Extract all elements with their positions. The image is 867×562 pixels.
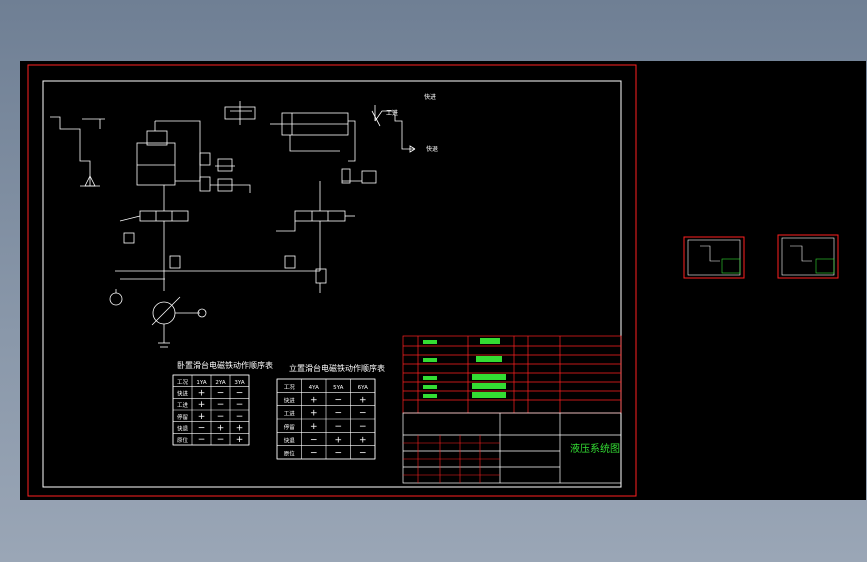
left-table-cell-5-0: 原位 [177,436,189,444]
right-table-cell-0-3: 6YA [358,385,368,391]
sheet-border-red [27,64,637,497]
right-table-cell-2-1: + [310,409,318,419]
left-table-cell-4-3: + [236,423,244,433]
right-table-cell-1-0: 快进 [284,396,296,404]
left-table-cell-1-2: − [217,388,225,398]
left-throttle-valve [199,152,211,166]
right-table-cell-1-2: − [334,395,342,405]
right-table-cell-1-3: + [359,395,367,405]
left-table-cell-1-3: − [236,388,244,398]
left-table-cell-2-0: 工进 [177,401,189,409]
left-table-cell-0-0: 工况 [177,379,189,386]
left-table-cell-0-1: 1YA [196,380,206,386]
label-fast-back: 快退 [426,145,438,153]
left-table-title: 卧置滑台电磁铁动作顺序表 [177,360,273,370]
parts-list [402,335,622,414]
right-table-cell-5-3: − [359,449,367,459]
drawing-title: 液压系统图 [570,442,620,455]
left-table-cell-5-1: − [198,435,206,445]
right-table-cell-3-2: − [334,422,342,432]
left-table-cell-3-2: − [217,412,225,422]
right-table-cell-1-1: + [310,395,318,405]
right-table-cell-5-2: − [334,449,342,459]
right-table-cell-5-0: 原位 [284,450,296,458]
right-table-cell-0-2: 5YA [333,385,343,391]
label-work-feed: 工进 [386,109,398,117]
right-table-cell-5-1: − [310,449,318,459]
right-table-cell-4-1: − [310,435,318,445]
left-table-cell-0-3: 3YA [234,380,244,386]
right-table: 立置滑台电磁铁动作顺序表 工况 4YA 5YA 6YA 快进 + − + 工进 + − − 停留 + − − 快… [276,363,385,460]
left-table-cell-1-1: + [198,388,206,398]
left-table-cell-3-0: 停留 [177,413,189,421]
motion-cycle-path [374,110,415,150]
left-cylinder [136,142,176,186]
left-table-cell-3-3: − [236,412,244,422]
left-table-cell-4-1: − [198,423,206,433]
right-table-cell-2-3: − [359,409,367,419]
left-table-cell-2-3: − [236,400,244,410]
right-table-cell-0-0: 工况 [284,384,296,391]
thumbnail-2[interactable] [777,234,839,279]
left-table-cell-4-0: 快退 [177,424,189,432]
left-table-cell-5-2: − [217,435,225,445]
left-directional-valve [139,210,189,222]
right-table-cell-2-0: 工进 [284,410,296,418]
right-table-cell-2-2: − [334,409,342,419]
right-table-title: 立置滑台电磁铁动作顺序表 [289,363,385,373]
left-table-cell-0-2: 2YA [215,380,225,386]
left-table-cell-2-2: − [217,400,225,410]
right-table-cell-3-1: + [310,422,318,432]
right-table-cell-4-0: 快退 [284,436,296,444]
left-table-cell-3-1: + [198,412,206,422]
right-table-grid: 工况 4YA 5YA 6YA 快进 + − + 工进 + − − 停留 + − − 快退 − + + 原位 − − − [276,378,376,460]
left-table-cell-4-2: + [217,423,225,433]
right-directional-valve [294,210,346,222]
right-table-cell-4-2: + [334,435,342,445]
right-table-cell-4-3: + [359,435,367,445]
title-block [402,412,622,484]
right-table-cell-3-3: − [359,422,367,432]
label-fast-forward: 快进 [424,93,436,101]
right-table-cell-3-0: 停留 [284,423,296,431]
right-table-cell-0-1: 4YA [309,385,319,391]
thumbnail-1[interactable] [683,236,745,279]
left-table-cell-5-3: + [236,435,244,445]
hydraulic-schematic [50,101,416,348]
left-table-cell-1-0: 快进 [177,389,189,397]
left-table-cell-2-1: + [198,400,206,410]
sheet-border-white [42,80,622,488]
